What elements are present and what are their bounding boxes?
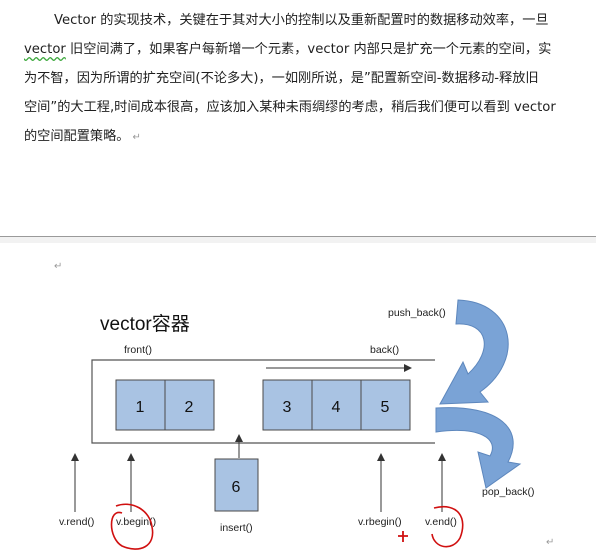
- cell-value: 5: [381, 399, 390, 416]
- document-page-top: Vector 的实现技术，关键在于其对大小的控制以及重新配置时的数据移动效率，一…: [0, 0, 596, 236]
- cell-value: 1: [136, 399, 145, 416]
- rend-label: v.rend(): [59, 516, 94, 528]
- begin-label: v.begin(): [116, 516, 156, 528]
- back-label: back(): [370, 344, 399, 356]
- end-label: v.end(): [425, 516, 457, 528]
- paragraph-line-3-text: 为不智，因为所谓的扩充空间(不论多大)，一如刚所说，是”配置新空间-数据移动-释…: [24, 71, 539, 86]
- container-outline: [91, 359, 435, 444]
- paragraph-mark-icon: ↵: [54, 261, 63, 272]
- paragraph-line-4: 空间”的大工程,时间成本很高，应该加入某种未雨绸缪的考虑，稍后我们便可以看到 v…: [24, 93, 584, 122]
- insert-cell-value: 6: [232, 479, 241, 496]
- vector-cell: [262, 379, 313, 431]
- vector-cell: [115, 379, 166, 431]
- paragraph-line-1-text: Vector 的实现技术，关键在于其对大小的控制以及重新配置时的数据移动效率，一…: [54, 13, 549, 28]
- paragraph-line-5-text: 的空间配置策略。: [24, 129, 130, 144]
- red-circle-annotation: [110, 503, 154, 550]
- paragraph-line-2: vector 旧空间满了，如果客户每新增一个元素，vector 内部只是扩充一个…: [24, 35, 584, 64]
- pop-back-curved-arrow: [435, 407, 522, 489]
- paragraph-mark-icon: ↵: [546, 537, 555, 548]
- paragraph-line-2-text: 旧空间满了，如果客户每新增一个元素，vector 内部只是扩充一个元素的空间，实: [70, 42, 552, 57]
- insert-label: insert(): [220, 522, 253, 534]
- rbegin-label: v.rbegin(): [358, 516, 402, 528]
- paragraph-line-5: 的空间配置策略。↵: [24, 122, 584, 151]
- paragraph-mark-icon: ↵: [132, 132, 141, 143]
- pop-back-label: pop_back(): [482, 486, 535, 498]
- push-back-label: push_back(): [388, 307, 446, 319]
- cell-value: 3: [283, 399, 292, 416]
- paragraph-line-4-text: 空间”的大工程,时间成本很高，应该加入某种未雨绸缪的考虑，稍后我们便可以看到 v…: [24, 100, 556, 115]
- paragraph-line-3: 为不智，因为所谓的扩充空间(不论多大)，一如刚所说，是”配置新空间-数据移动-释…: [24, 64, 584, 93]
- vector-cell: [164, 379, 215, 431]
- vector-cell: [360, 379, 411, 431]
- spellcheck-word: vector: [24, 42, 66, 57]
- paragraph-line-1: Vector 的实现技术，关键在于其对大小的控制以及重新配置时的数据移动效率，一…: [24, 6, 584, 35]
- front-label: front(): [124, 344, 152, 356]
- insert-cell: [214, 458, 259, 512]
- cell-value: 4: [332, 399, 341, 416]
- red-curve-annotation: [431, 505, 464, 548]
- body-paragraph: Vector 的实现技术，关键在于其对大小的控制以及重新配置时的数据移动效率，一…: [24, 6, 584, 151]
- diagram-title: vector容器: [100, 313, 190, 335]
- red-plus-annotation: [398, 531, 408, 542]
- cell-value: 2: [185, 399, 194, 416]
- push-back-curved-arrow: [439, 299, 509, 405]
